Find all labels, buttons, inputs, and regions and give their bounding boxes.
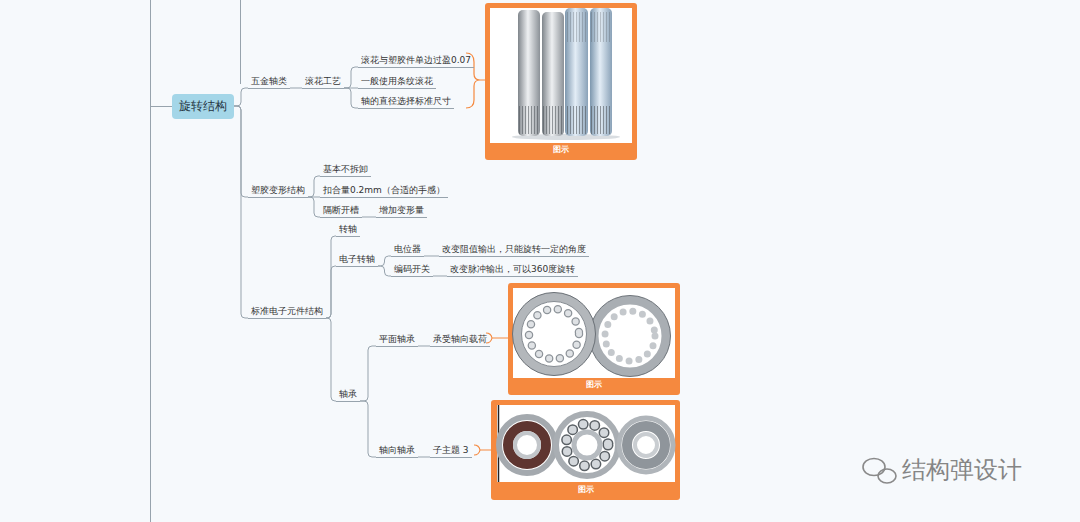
- bracket: [474, 445, 491, 455]
- topic-text: 轴承: [339, 389, 357, 399]
- topic: 滚花与塑胶件单边过盈0.07: [358, 54, 474, 68]
- branch-line: [378, 256, 391, 266]
- topic-text: 标准电子元件结构: [251, 306, 323, 316]
- branch-line: [290, 88, 302, 89]
- topic: 增加变形量: [376, 204, 427, 218]
- image-frame: [508, 283, 680, 395]
- trunk-line: [150, 106, 172, 107]
- topic-text: 图示: [553, 145, 569, 155]
- topic-text: 五金轴类: [251, 76, 287, 86]
- topic-text: 图示: [578, 485, 594, 495]
- topic: 一般使用条纹滚花: [358, 75, 436, 89]
- topic-text: 塑胶变形结构: [251, 185, 305, 195]
- image-frame-label: 图示: [508, 283, 680, 395]
- topic: 隔断开槽: [320, 204, 362, 218]
- topic-text: 改变阻值输出，只能旋转一定的角度: [442, 244, 586, 254]
- topic-text: 隔断开槽: [323, 205, 359, 215]
- branch-line: [326, 266, 336, 318]
- image-frame: [491, 400, 680, 500]
- topic: 扣合量0.2mm（合适的手感）: [320, 184, 448, 198]
- topic: 电位器: [391, 243, 424, 257]
- trunk-line: [150, 0, 151, 522]
- topic-text: 扣合量0.2mm（合适的手感）: [323, 185, 445, 195]
- topic: 轴的直径选择标准尺寸: [358, 95, 454, 109]
- branch-line: [378, 266, 391, 276]
- wechat-icon: [863, 459, 896, 484]
- topic-text: 增加变形量: [379, 205, 424, 215]
- topic-text: 电位器: [394, 244, 421, 254]
- image-frame-label: 图示: [485, 3, 637, 160]
- branch-line: [308, 197, 320, 217]
- topic: 改变阻值输出，只能旋转一定的角度: [439, 243, 589, 257]
- central-topic: 旋转结构: [172, 94, 234, 119]
- branch-line: [326, 236, 336, 318]
- topic: 承受轴向载荷: [430, 333, 490, 347]
- topic-text: 编码开关: [394, 264, 430, 274]
- topic: 电子转轴: [336, 253, 378, 267]
- watermark: 结构弹设计: [902, 456, 1022, 484]
- branch-line: [344, 67, 358, 88]
- branch-line: [424, 256, 439, 257]
- topic-text: 转轴: [339, 224, 357, 234]
- branch-line: [418, 346, 430, 347]
- branch-line: [308, 176, 320, 197]
- topic-text: 平面轴承: [379, 334, 415, 344]
- topic: 子主题 3: [430, 444, 472, 458]
- topic-text: 子主题 3: [433, 445, 469, 455]
- image-frame: [485, 3, 637, 160]
- topic: 标准电子元件结构: [248, 305, 326, 319]
- topic-text: 一般使用条纹滚花: [361, 76, 433, 86]
- topic: 轴承: [336, 388, 360, 402]
- topic: 塑胶变形结构: [248, 184, 308, 198]
- branch-line: [234, 106, 248, 318]
- topic: 基本不拆卸: [320, 163, 371, 177]
- branch-line: [326, 318, 336, 401]
- topic: 改变脉冲输出，可以360度旋转: [447, 263, 578, 277]
- branch-line: [433, 276, 447, 277]
- topic-text: 滚花与塑胶件单边过盈0.07: [361, 55, 471, 65]
- branch-line: [360, 401, 376, 457]
- trunk-line: [240, 0, 241, 84]
- topic-text: 改变脉冲输出，可以360度旋转: [450, 264, 575, 274]
- topic-text: 基本不拆卸: [323, 164, 368, 174]
- topic-text: 承受轴向载荷: [433, 334, 487, 344]
- topic: 滚花工艺: [302, 75, 344, 89]
- topic-text: 轴的直径选择标准尺寸: [361, 96, 451, 106]
- topic-text: 轴向轴承: [379, 445, 415, 455]
- topic: 转轴: [336, 223, 360, 237]
- bracket: [486, 333, 508, 343]
- topic: 编码开关: [391, 263, 433, 277]
- branch-line: [418, 457, 430, 458]
- branch-line: [344, 88, 358, 108]
- branch-line: [360, 346, 376, 401]
- topic-text: 图示: [586, 380, 602, 390]
- topic: 五金轴类: [248, 75, 290, 89]
- image-frame-label: 图示: [491, 400, 680, 500]
- branch-line: [362, 217, 376, 218]
- topic-text: 旋转结构: [179, 99, 227, 113]
- topic-text: 滚花工艺: [305, 76, 341, 86]
- topic: 轴向轴承: [376, 444, 418, 458]
- branch-line: [234, 88, 248, 106]
- topic: 平面轴承: [376, 333, 418, 347]
- topic-text: 电子转轴: [339, 254, 375, 264]
